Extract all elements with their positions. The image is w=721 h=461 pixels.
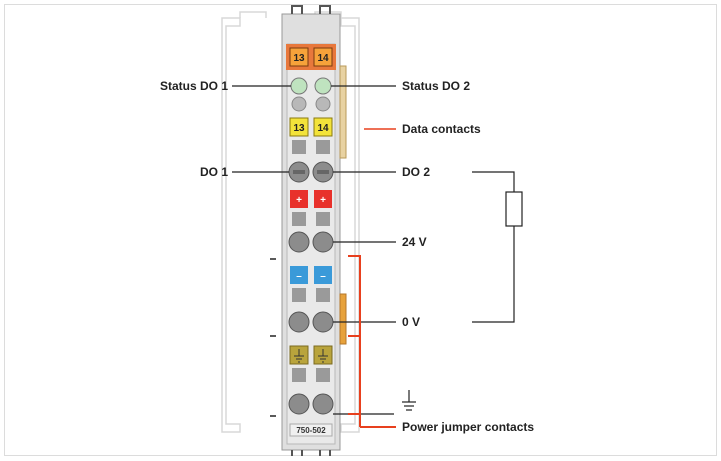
led-off-1 [291,96,307,112]
model-number: 750-502 [296,426,326,435]
slot [316,288,330,302]
slot [316,140,330,154]
plus-label-2: + [320,195,326,206]
terminal-24v-1 [288,231,310,253]
model-plate [289,423,333,437]
label-do1: DO 1 [200,165,228,179]
minus-marker-2 [314,266,332,284]
label-24v: 24 V [402,235,427,249]
led-off-2 [315,96,331,112]
top-tab-13 [289,47,309,67]
label-power-jumper-contacts: Power jumper contacts [402,420,534,434]
minus-label-1: – [296,271,302,282]
minus-label-2: – [320,271,326,282]
data-contact-13 [289,117,309,137]
terminal-24v-2 [312,231,334,253]
data-contact-14-label: 14 [317,123,329,134]
slot [316,212,330,226]
load-circuit [472,171,523,323]
plus-label-1: + [296,195,302,206]
label-do2: DO 2 [402,165,430,179]
status-led-do2 [314,77,332,95]
label-status-do2: Status DO 2 [402,79,470,93]
left-jumper-ticks [270,258,276,417]
slot [292,212,306,226]
top-tab-14 [313,47,333,67]
leader-lines [232,85,396,415]
label-data-contacts: Data contacts [402,122,481,136]
minus-marker-1 [290,266,308,284]
slot [316,368,330,382]
din-rail-outline [221,11,360,433]
terminal-0v-1 [288,311,310,333]
power-jumper-bracket [348,255,396,428]
terminal-0v-2 [312,311,334,333]
terminal-ground-1 [288,393,310,415]
slot [292,140,306,154]
ground-symbol [402,390,416,411]
data-contact-13-label: 13 [293,123,305,134]
plus-marker-2 [314,190,332,208]
label-status-do1: Status DO 1 [160,79,228,93]
top-tab-14-label: 14 [317,53,329,64]
module-housing [281,5,347,459]
status-led-do1 [290,77,308,95]
slot [292,368,306,382]
data-contact-14 [313,117,333,137]
slot [292,288,306,302]
plus-marker-1 [290,190,308,208]
label-0v: 0 V [402,315,420,329]
terminal-module-diagram: 13 14 13 14 + + – – 750-502 [4,4,717,459]
top-tab-13-label: 13 [293,53,305,64]
terminal-ground-2 [312,393,334,415]
